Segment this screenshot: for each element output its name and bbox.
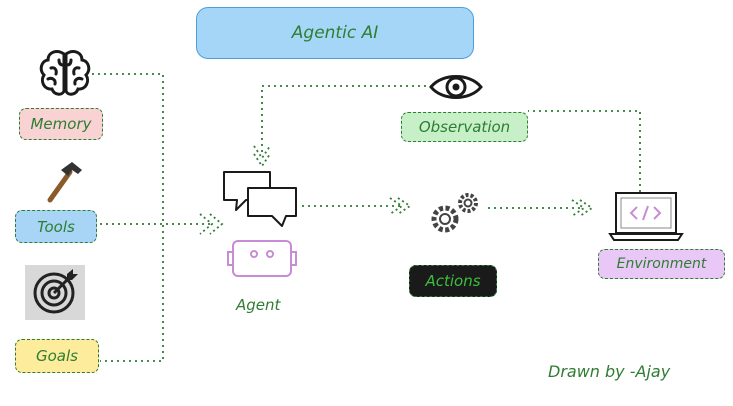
goals-label: Goals (36, 347, 78, 365)
memory-label: Memory (30, 115, 92, 133)
tools-label: Tools (37, 217, 75, 236)
environment-box: Environment (598, 249, 725, 279)
arrowhead-agent (253, 145, 271, 168)
memory-box: Memory (19, 108, 103, 140)
credit-text: Drawn by -Ajay (548, 362, 671, 381)
goals-box: Goals (15, 339, 99, 373)
hammer-icon (47, 162, 82, 203)
actions-label: Actions (425, 272, 481, 290)
chat-bubbles-icon (223, 171, 297, 227)
eye-icon (429, 75, 483, 99)
arrowhead-tools (199, 213, 224, 235)
observation-label: Observation (418, 118, 511, 136)
robot-icon (227, 240, 297, 277)
environment-to-observation-line (528, 110, 641, 192)
diagram-title: Agentic AI (291, 23, 379, 43)
agent-label: Agent (236, 296, 281, 314)
observation-to-agent-line (261, 85, 432, 156)
observation-box: Observation (401, 112, 528, 142)
laptop-code-icon (608, 192, 684, 241)
tools-box: Tools (15, 210, 97, 243)
target-icon (25, 265, 85, 320)
environment-label: Environment (616, 256, 707, 272)
arrowhead-environment (571, 199, 594, 217)
actions-box: Actions (409, 265, 497, 297)
title-box: Agentic AI (196, 7, 474, 59)
gears-icon (431, 193, 478, 233)
brain-icon (39, 50, 91, 96)
